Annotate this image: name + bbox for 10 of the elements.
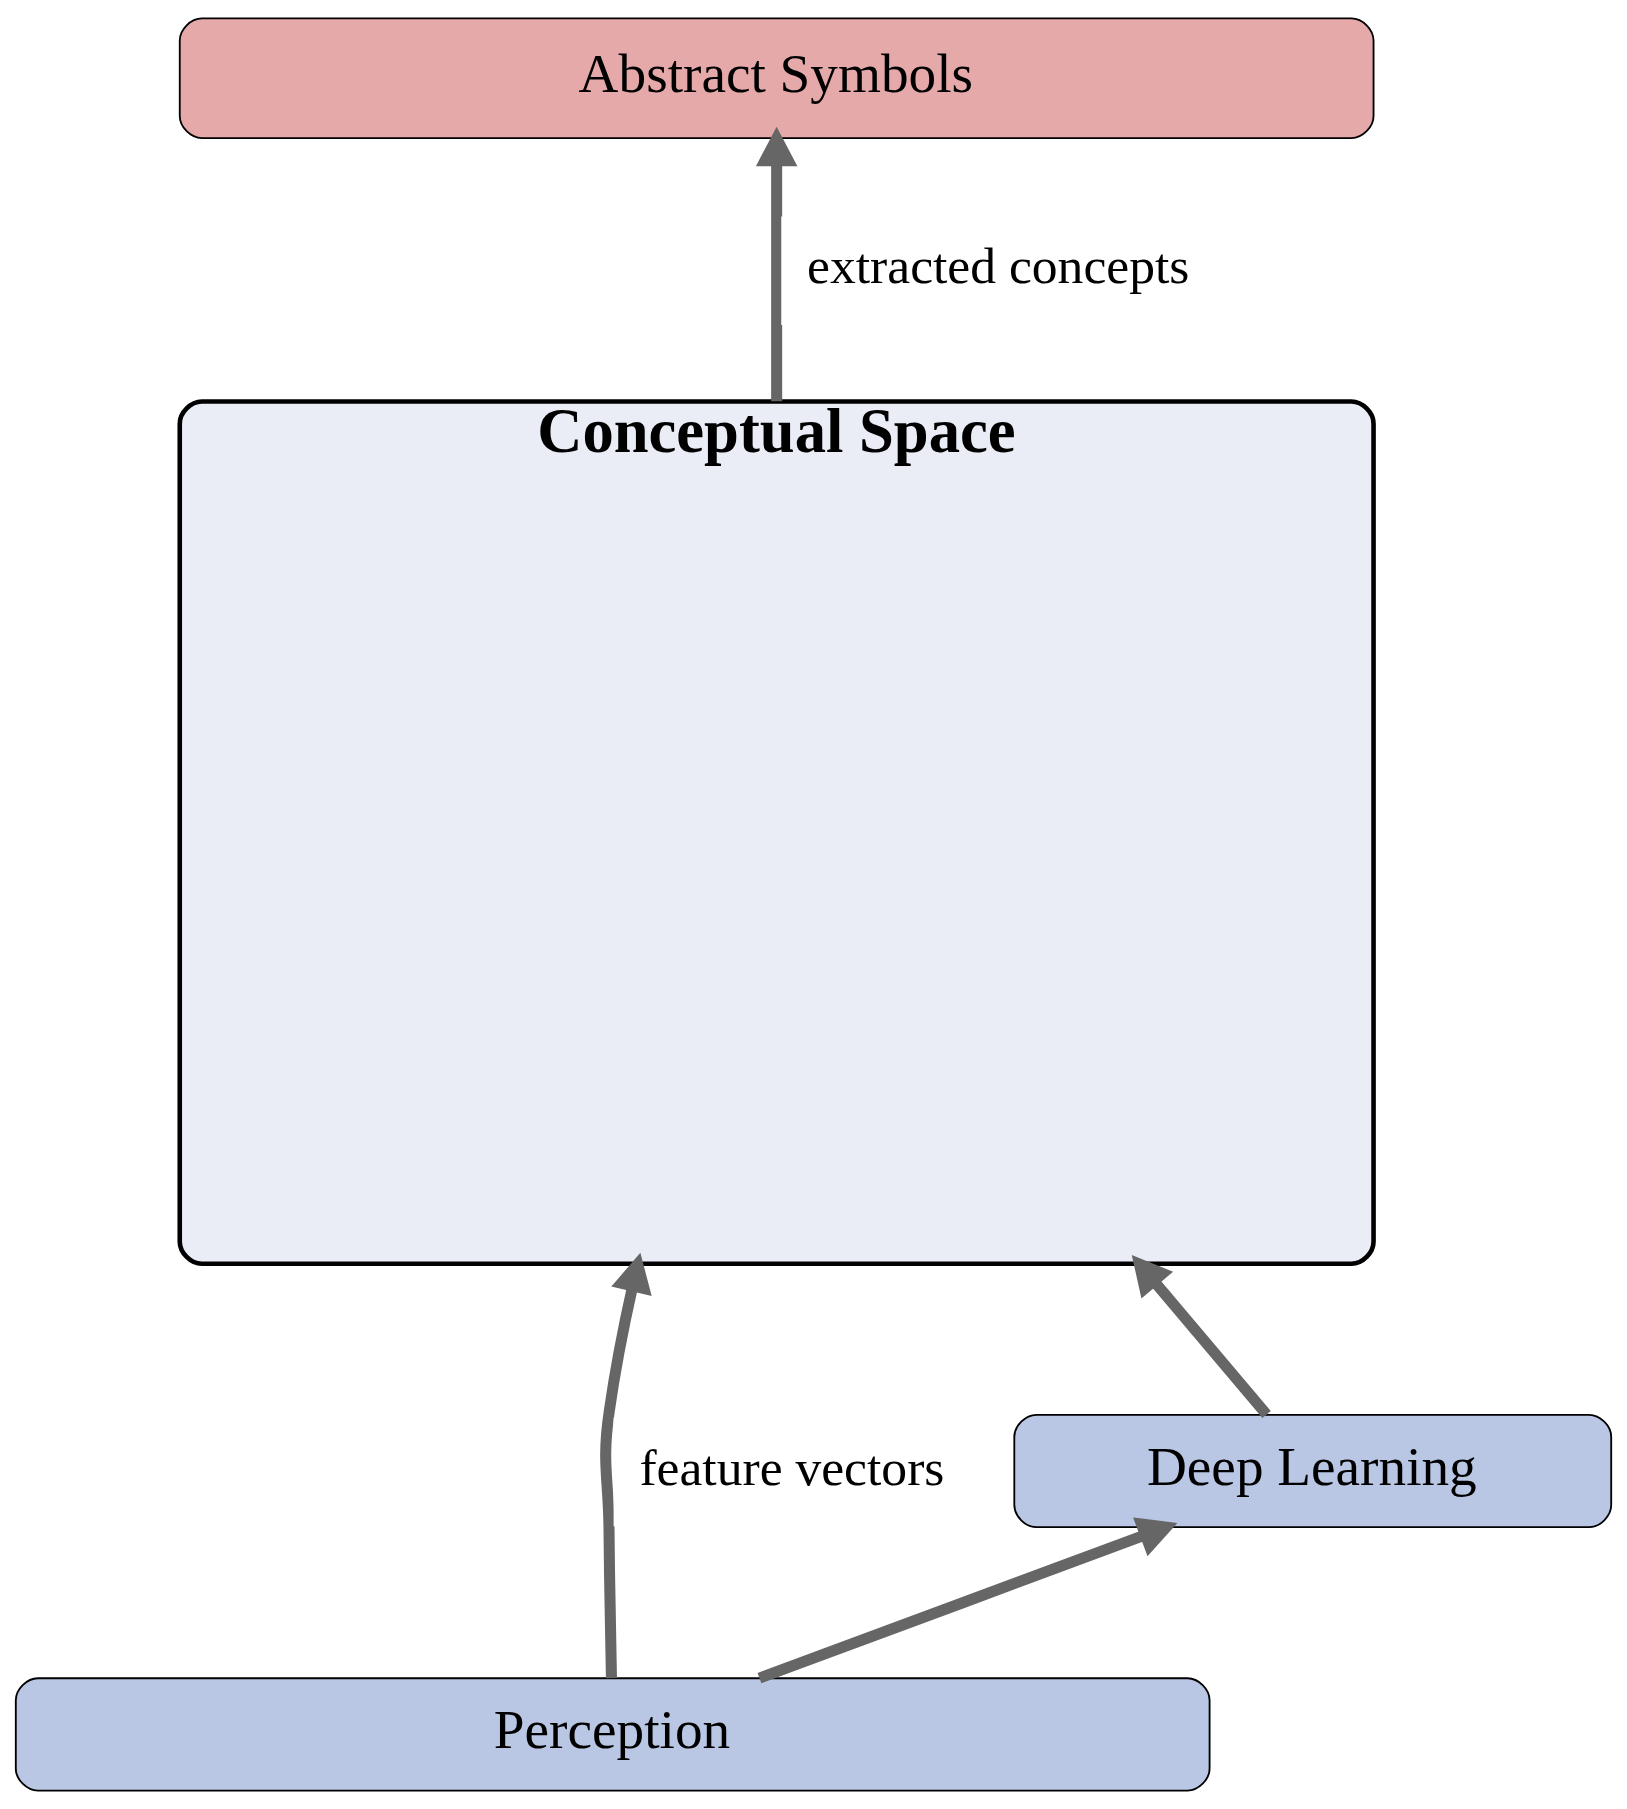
edge-label: extracted concepts (807, 237, 1190, 295)
node-box: Abstract Symbols (178, 17, 1375, 140)
edge-label: feature vectors (639, 1438, 945, 1496)
node-box: Perception (14, 1677, 1211, 1792)
node-box: Deep Learning (1013, 1413, 1613, 1529)
arrow (755, 126, 798, 402)
arrow (1131, 1254, 1271, 1419)
arrow (757, 1517, 1178, 1684)
arrow (600, 1252, 652, 1679)
node-box: Conceptual Space (177, 399, 1376, 1267)
